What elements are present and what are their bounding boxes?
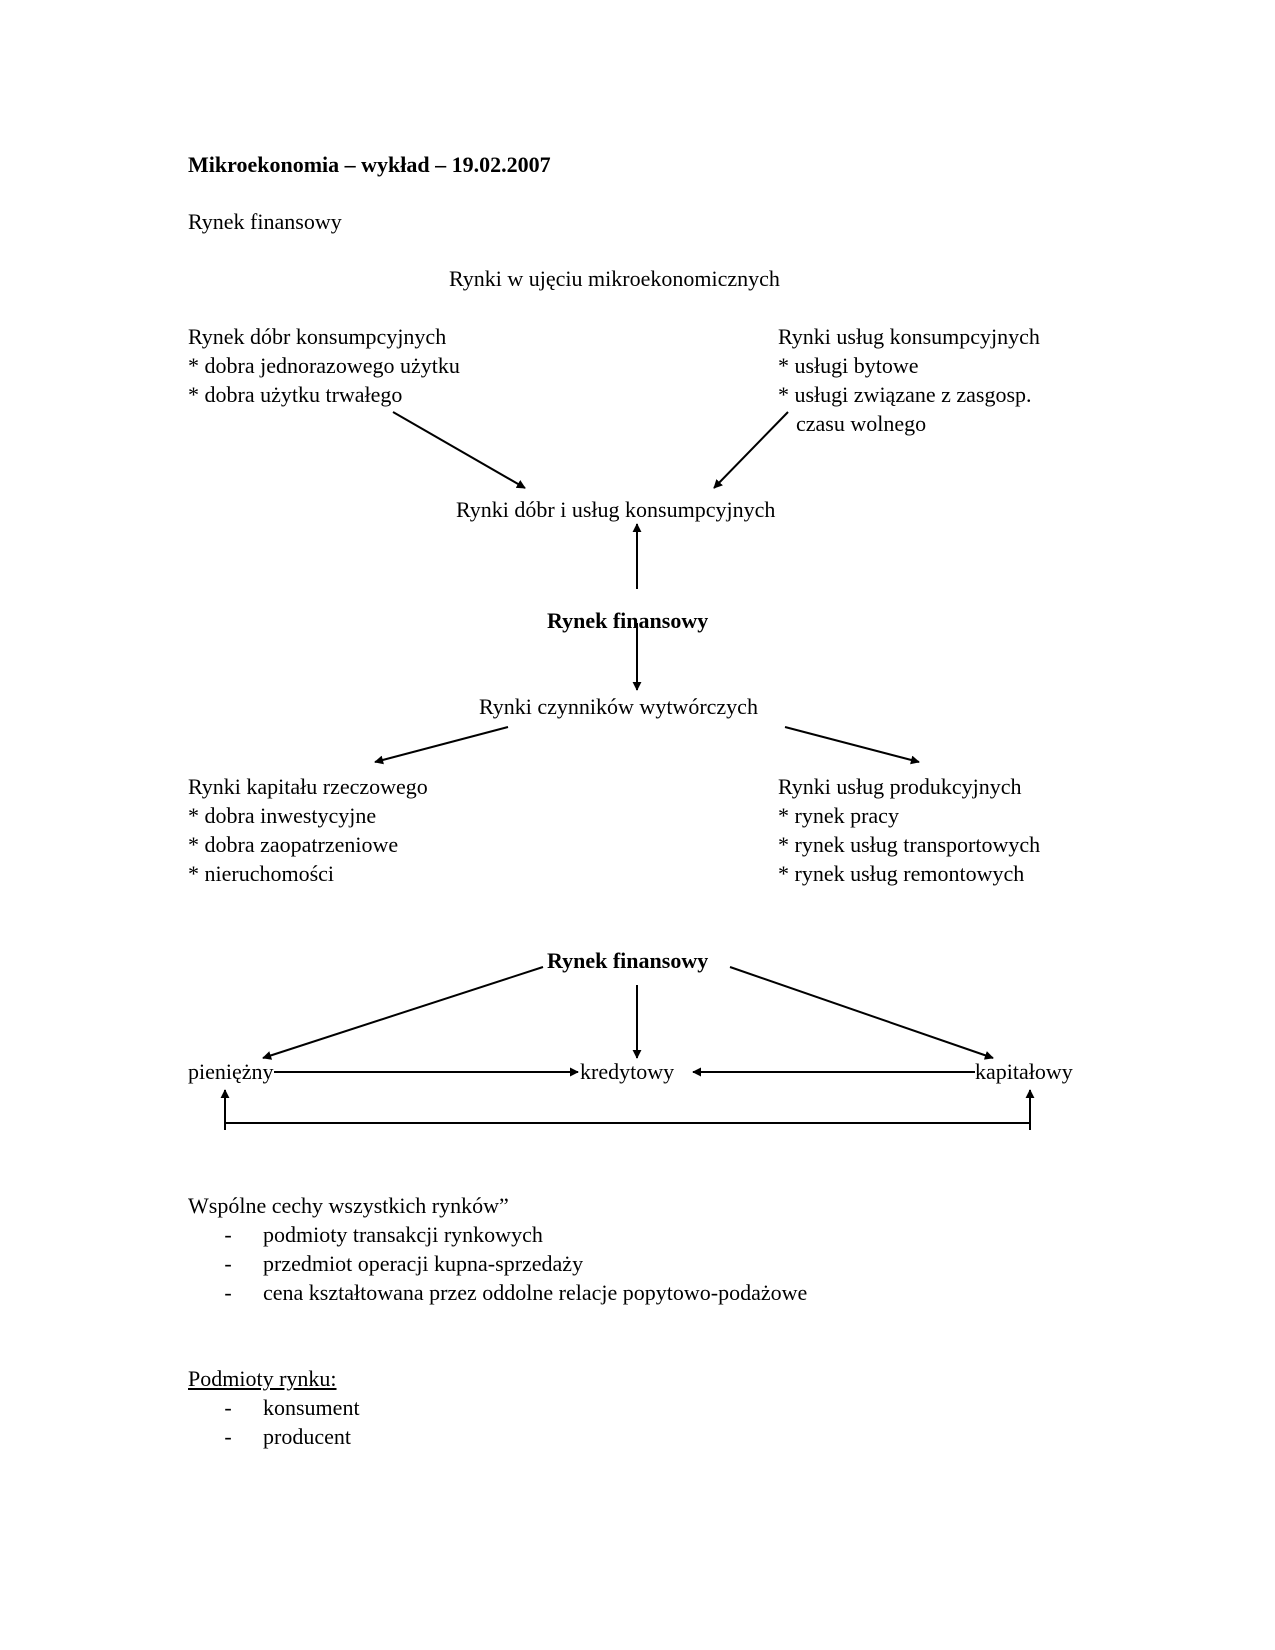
list-item: * dobra użytku trwałego bbox=[188, 382, 403, 407]
list-item: * nieruchomości bbox=[188, 861, 335, 886]
page-title: Mikroekonomia – wykład – 19.02.2007 bbox=[188, 152, 551, 177]
bullet-dash: - bbox=[224, 1395, 232, 1420]
consumer-goods-services-node: Rynki dóbr i usług konsumpcyjnych bbox=[456, 497, 776, 522]
list-item: * usługi związane z zasgosp. bbox=[778, 382, 1032, 407]
bullet-dash: - bbox=[224, 1424, 232, 1449]
bullet-dash: - bbox=[224, 1222, 232, 1247]
consumer-goods-heading: Rynek dóbr konsumpcyjnych bbox=[188, 324, 447, 349]
arrow-financial-to-money bbox=[262, 966, 544, 1060]
production-factors-node: Rynki czynników wytwórczych bbox=[479, 694, 758, 719]
production-services-heading: Rynki usług produkcyjnych bbox=[778, 774, 1022, 799]
list-item: * dobra inwestycyjne bbox=[188, 803, 377, 828]
list-item: producent bbox=[263, 1424, 351, 1449]
list-item: podmioty transakcji rynkowych bbox=[263, 1222, 543, 1247]
list-item: * rynek pracy bbox=[778, 803, 899, 828]
list-item: * dobra zaopatrzeniowe bbox=[188, 832, 399, 857]
arrow-financial-to-capital bbox=[729, 966, 994, 1060]
consumer-services-heading: Rynki usług konsumpcyjnych bbox=[778, 324, 1040, 349]
list-item: czasu wolnego bbox=[796, 411, 927, 436]
arrow-goods-to-center bbox=[392, 411, 526, 489]
real-capital-heading: Rynki kapitału rzeczowego bbox=[188, 774, 428, 799]
bracket-money-capital bbox=[224, 1122, 1031, 1130]
financial-market-node: Rynek finansowy bbox=[547, 608, 709, 633]
arrow-services-to-center bbox=[713, 411, 789, 489]
financial-market-root: Rynek finansowy bbox=[547, 948, 709, 973]
arrow-factors-to-services bbox=[784, 726, 920, 765]
page-subtitle: Rynek finansowy bbox=[188, 209, 342, 234]
list-item: * dobra jednorazowego użytku bbox=[188, 353, 460, 378]
list-item: * rynek usług transportowych bbox=[778, 832, 1041, 857]
money-market-node: pieniężny bbox=[188, 1059, 274, 1084]
list-item: przedmiot operacji kupna-sprzedaży bbox=[263, 1251, 584, 1276]
market-subjects-heading: Podmioty rynku: bbox=[188, 1366, 337, 1391]
list-item: cena kształtowana przez oddolne relacje … bbox=[263, 1280, 808, 1305]
list-item: * rynek usług remontowych bbox=[778, 861, 1025, 886]
bullet-dash: - bbox=[224, 1251, 232, 1276]
credit-market-node: kredytowy bbox=[580, 1059, 675, 1084]
list-item: * usługi bytowe bbox=[778, 353, 919, 378]
common-features-heading: Wspólne cechy wszystkich rynków” bbox=[188, 1193, 509, 1218]
capital-market-node: kapitałowy bbox=[975, 1059, 1073, 1084]
bullet-dash: - bbox=[224, 1280, 232, 1305]
arrow-factors-to-capital bbox=[374, 726, 509, 765]
diagram1-title: Rynki w ujęciu mikroekonomicznych bbox=[449, 266, 780, 291]
list-item: konsument bbox=[263, 1395, 360, 1420]
